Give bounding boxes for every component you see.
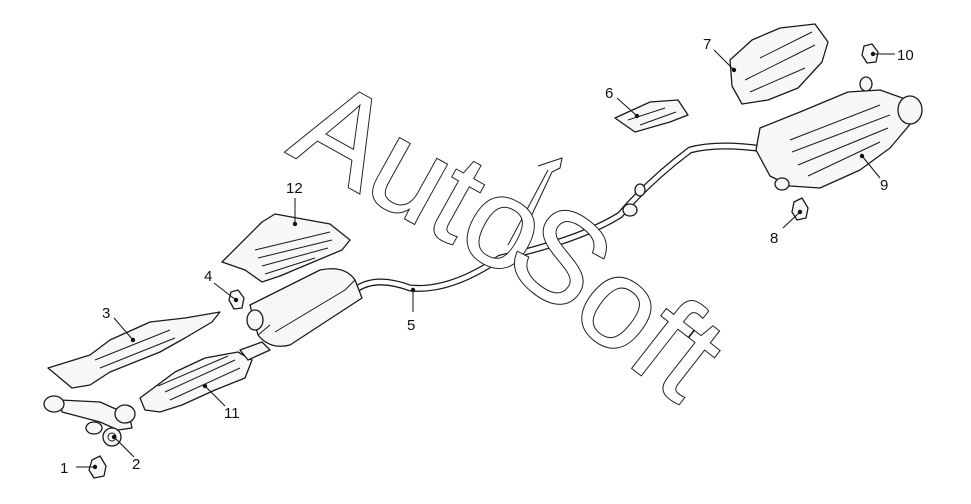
front-pipe bbox=[43, 395, 136, 435]
callout-number: 5 bbox=[407, 317, 415, 334]
heat-shield-upper bbox=[221, 213, 351, 283]
callout-number: 6 bbox=[605, 85, 613, 102]
callout-number: 4 bbox=[204, 268, 212, 285]
callout-number: 10 bbox=[897, 47, 914, 64]
catalytic-converter bbox=[139, 341, 271, 413]
callout-3[interactable]: 3 bbox=[102, 305, 136, 343]
callout-5[interactable]: 5 bbox=[407, 287, 415, 334]
rear-muffler bbox=[755, 76, 923, 191]
callout-number: 7 bbox=[703, 36, 711, 53]
rubber-mount-1 bbox=[88, 455, 107, 479]
callout-12[interactable]: 12 bbox=[286, 180, 303, 227]
callout-number: 11 bbox=[224, 405, 240, 422]
exhaust-pipe bbox=[351, 142, 774, 294]
heat-shield-front bbox=[47, 311, 221, 389]
callout-11[interactable]: 11 bbox=[202, 383, 240, 422]
pipe-flange bbox=[634, 183, 646, 197]
callout-6[interactable]: 6 bbox=[605, 85, 640, 119]
callout-7[interactable]: 7 bbox=[703, 36, 737, 73]
hanger-bracket bbox=[507, 157, 563, 246]
callout-number: 9 bbox=[880, 177, 888, 194]
callout-number: 2 bbox=[132, 456, 140, 473]
callout-8[interactable]: 8 bbox=[770, 209, 803, 247]
pipe-flange bbox=[622, 203, 638, 217]
callout-4[interactable]: 4 bbox=[204, 268, 239, 303]
callout-2[interactable]: 2 bbox=[111, 434, 141, 473]
rubber-mount-10 bbox=[861, 43, 879, 64]
callout-number: 1 bbox=[60, 460, 68, 477]
heat-shield-small bbox=[614, 99, 689, 133]
callout-number: 8 bbox=[770, 230, 778, 247]
callout-1[interactable]: 1 bbox=[60, 460, 98, 477]
center-resonator bbox=[246, 268, 363, 347]
callout-number: 12 bbox=[286, 180, 303, 197]
callout-10[interactable]: 10 bbox=[870, 47, 914, 64]
rubber-mount-8 bbox=[791, 197, 809, 221]
callout-9[interactable]: 9 bbox=[859, 153, 889, 194]
heat-shield-rear bbox=[729, 23, 829, 105]
callout-number: 3 bbox=[102, 305, 110, 322]
